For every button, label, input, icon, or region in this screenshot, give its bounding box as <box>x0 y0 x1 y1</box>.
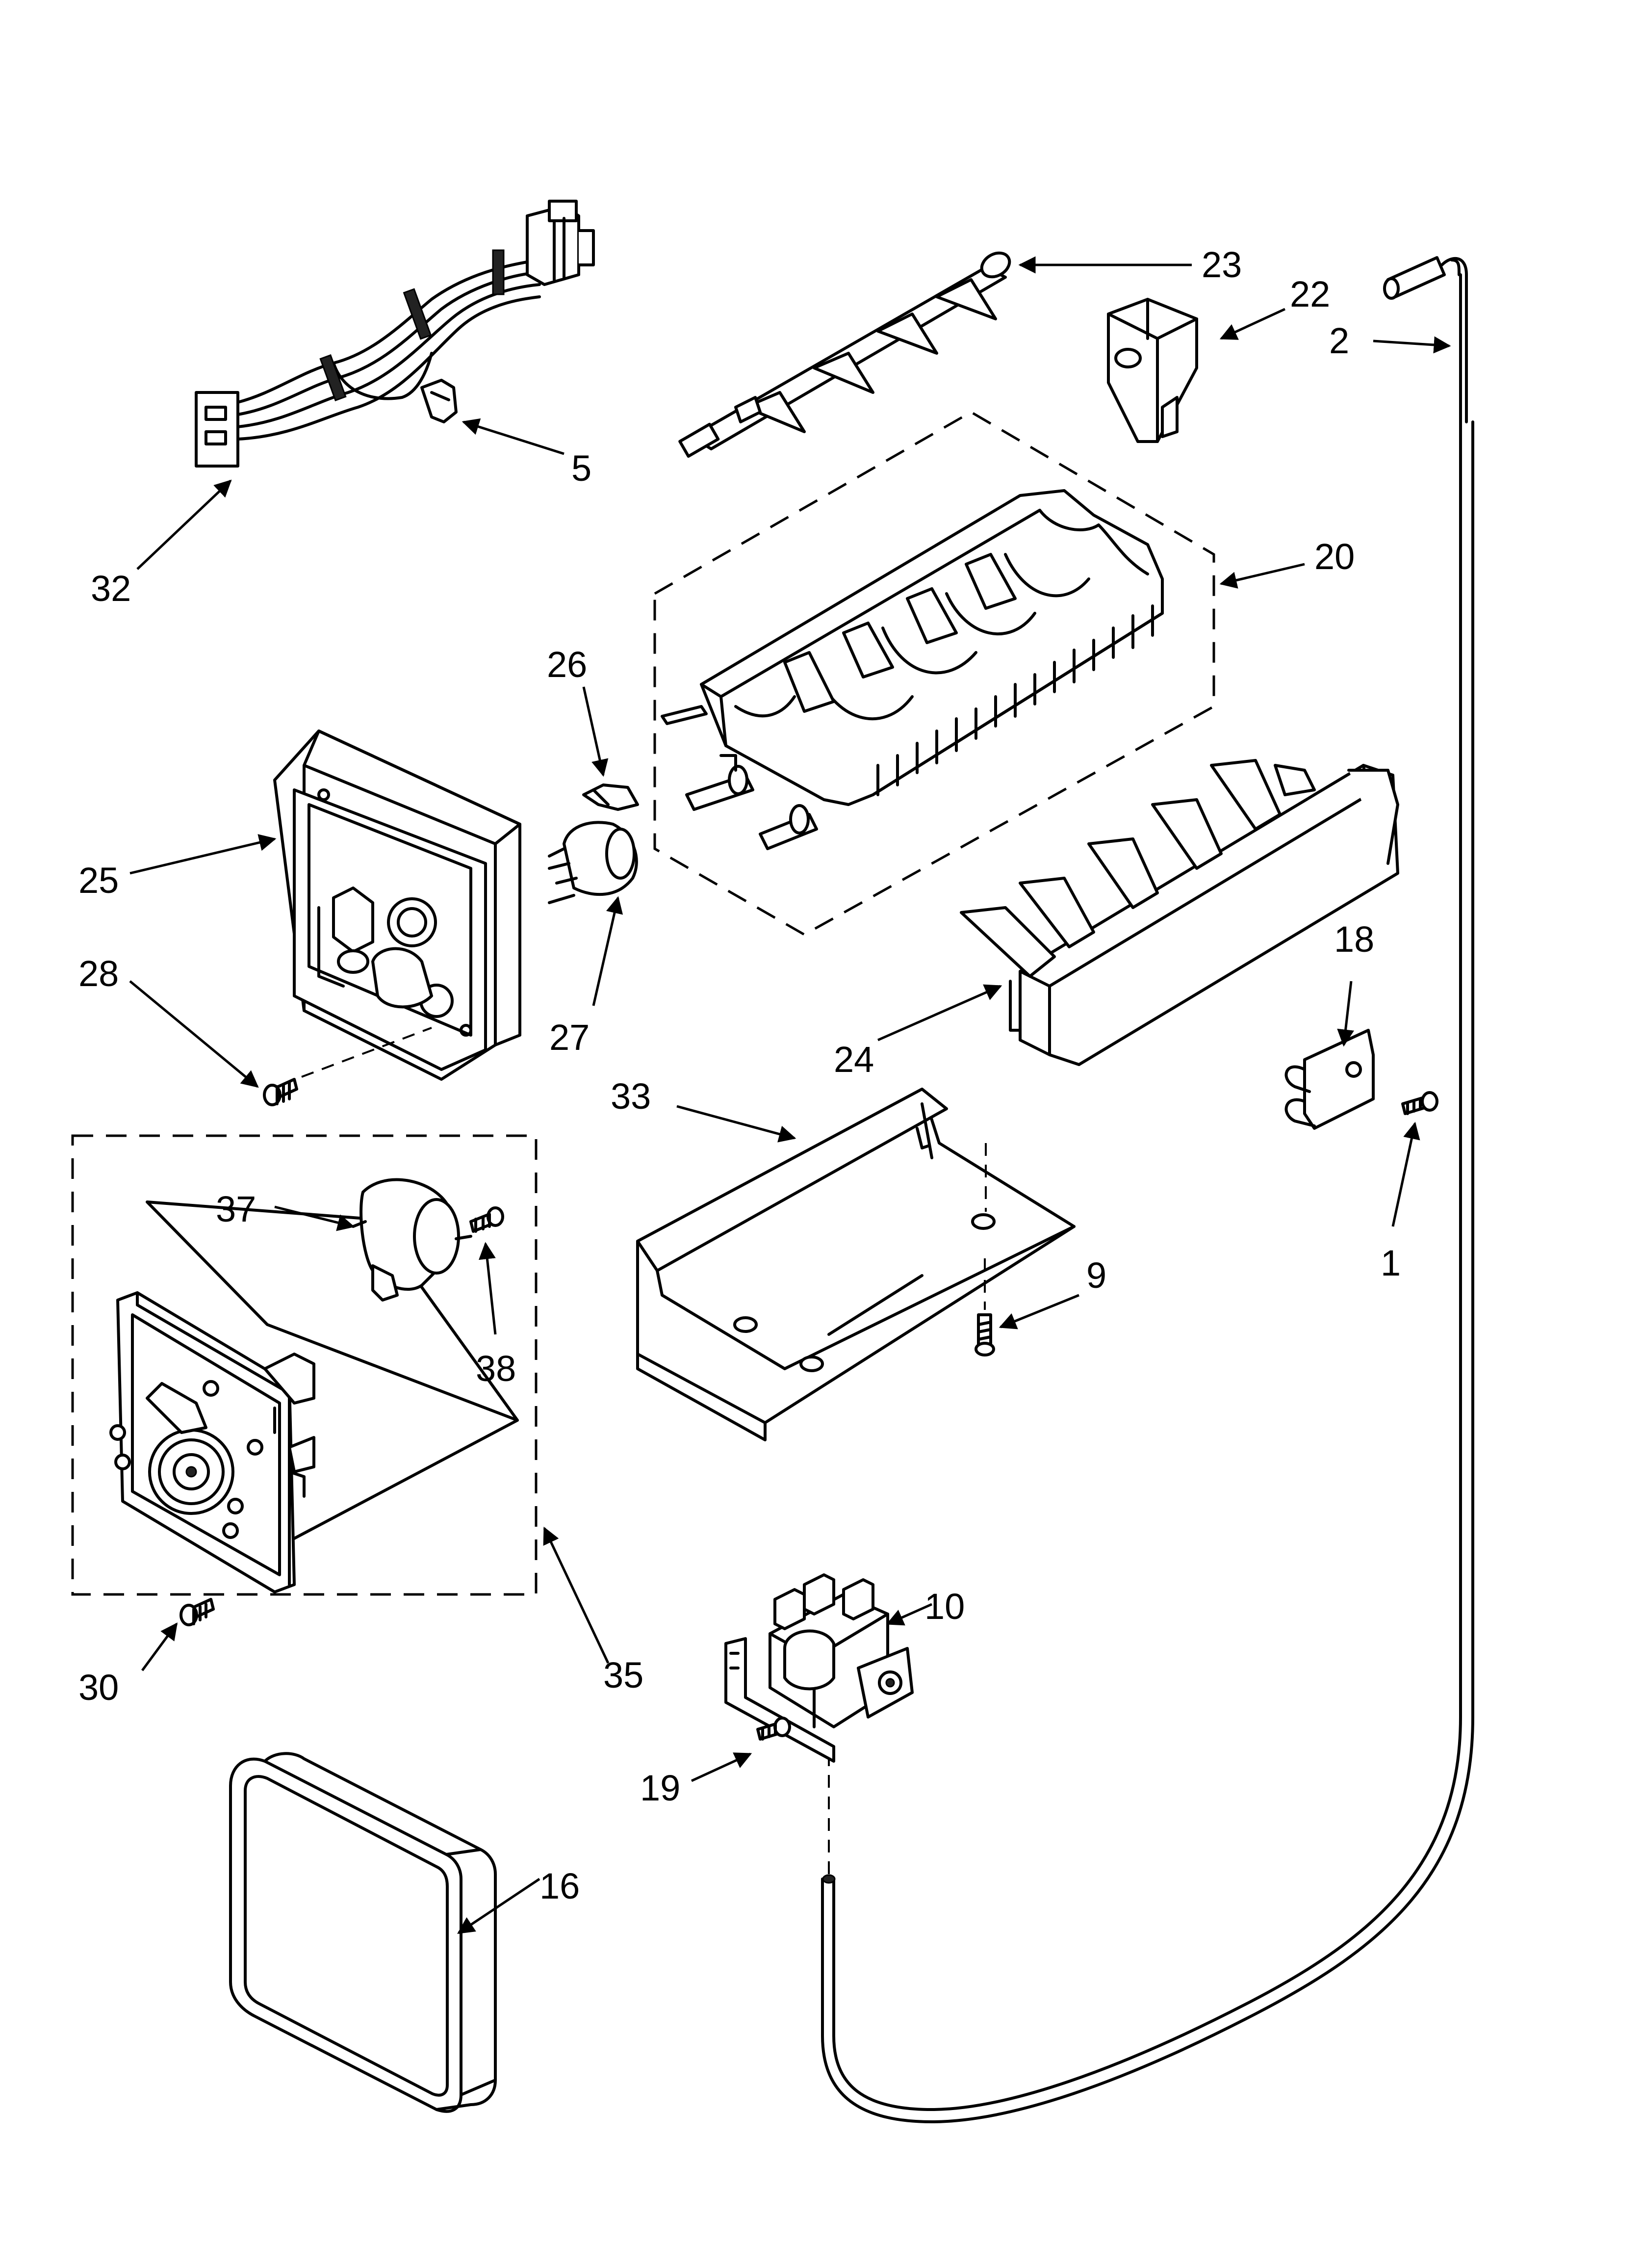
part-35-dashed-outline <box>71 1134 538 1596</box>
part-23-ejector-shaft[interactable] <box>678 248 1014 458</box>
part-27-motor[interactable] <box>548 821 638 896</box>
part-24-ice-stripper[interactable] <box>960 759 1399 1066</box>
callout-10: 10 <box>924 1586 965 1627</box>
callout-30: 30 <box>78 1667 119 1708</box>
part-28-screw[interactable] <box>263 1078 298 1106</box>
part-2-fill-tube[interactable] <box>821 256 1474 2123</box>
callout-5: 5 <box>571 448 591 489</box>
callout-28: 28 <box>78 953 119 994</box>
part-28-axis-line <box>301 1027 432 1078</box>
callout-9: 9 <box>1086 1255 1106 1296</box>
leader-lines <box>129 256 1451 1934</box>
part-9-screw[interactable] <box>975 1258 995 1356</box>
part-5-clip[interactable] <box>420 379 458 423</box>
part-35-motor-module[interactable] <box>109 1291 315 1593</box>
callout-20: 20 <box>1314 536 1355 577</box>
part-20-ice-mold[interactable] <box>661 489 1164 850</box>
callout-18: 16 <box>539 1866 580 1906</box>
callout-27: 27 <box>549 1017 590 1058</box>
callout-labels: 23 22 2 20 5 32 26 25 27 28 24 33 18 1 9… <box>78 244 1401 1906</box>
callout-24: 24 <box>834 1039 874 1080</box>
callout-19: 19 <box>640 1768 680 1808</box>
part-20-dashed-outline <box>653 411 1215 936</box>
callout-23: 23 <box>1202 244 1242 285</box>
part-26-clip[interactable] <box>582 783 639 811</box>
part-10-water-valve[interactable] <box>724 1573 914 1763</box>
callout-26: 26 <box>547 644 587 685</box>
callout-35: 35 <box>603 1655 643 1695</box>
part-30-screw[interactable] <box>180 1598 215 1626</box>
part-25-housing[interactable] <box>273 730 575 1081</box>
callout-16: 18 <box>1334 919 1374 960</box>
callout-22: 22 <box>1290 274 1330 314</box>
part-37-timer[interactable] <box>352 1178 472 1302</box>
callout-38: 38 <box>476 1348 516 1389</box>
callout-33: 33 <box>611 1076 651 1117</box>
part-32-wire-harness[interactable] <box>195 200 595 468</box>
part-1-screw[interactable] <box>1401 1091 1438 1115</box>
callout-32: 32 <box>91 568 131 609</box>
part-22-fill-cup[interactable] <box>1107 298 1198 443</box>
callout-2: 2 <box>1329 320 1349 361</box>
part-18-cover-panel[interactable] <box>229 1752 497 2113</box>
part-33-bracket[interactable] <box>636 1088 1076 1441</box>
part-16-clamp[interactable] <box>1284 1029 1375 1130</box>
callout-1: 1 <box>1381 1243 1401 1283</box>
part-19-screw[interactable] <box>756 1717 791 1741</box>
callout-37: 37 <box>216 1189 256 1229</box>
part-38-screw[interactable] <box>469 1206 504 1233</box>
callout-25: 25 <box>78 860 119 901</box>
